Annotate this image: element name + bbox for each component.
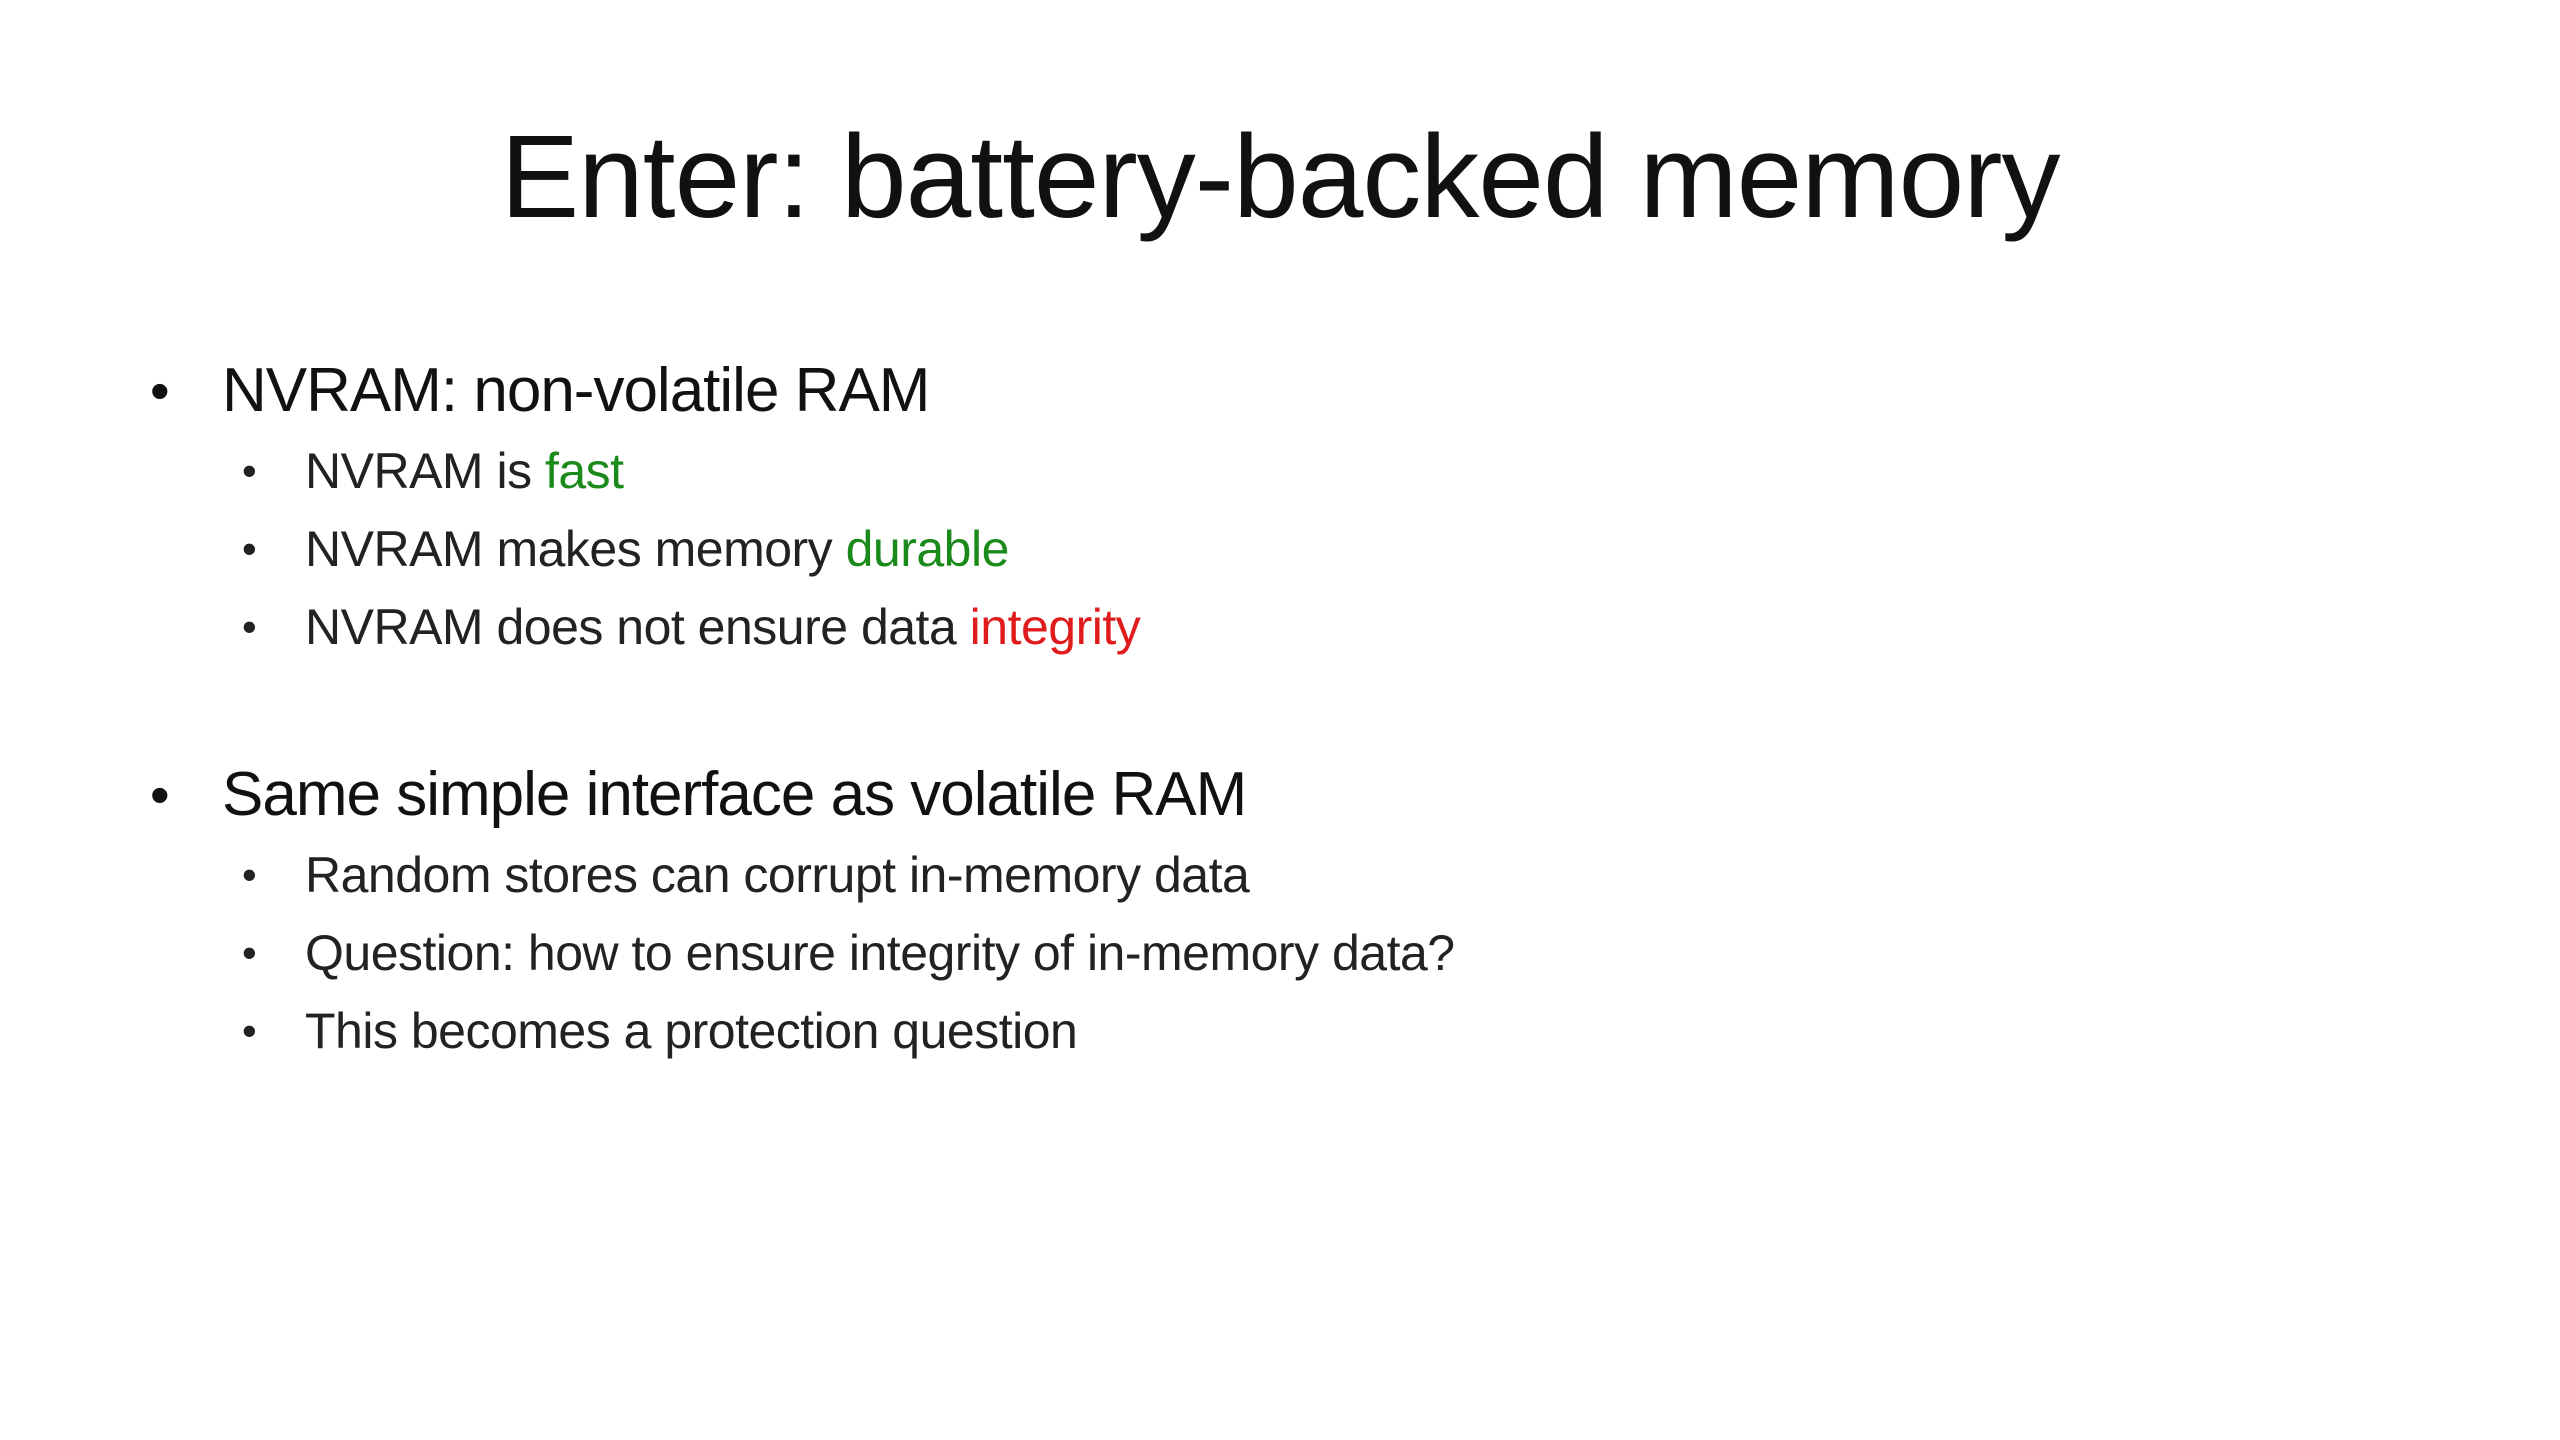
sub-bullet: • NVRAM is fast [150, 432, 2450, 510]
bullet-level1: • NVRAM: non-volatile RAM [150, 350, 2450, 432]
sub-bullet: • Random stores can corrupt in-memory da… [150, 836, 2450, 914]
bullet-dot-icon: • [242, 525, 257, 572]
highlight-text: durable [845, 521, 1010, 577]
bullet-dot-icon: • [242, 929, 257, 976]
bullet-dot-icon: • [242, 603, 257, 650]
sub-bullet-list: • NVRAM is fast • NVRAM makes memory dur… [150, 432, 2450, 666]
bullet-dot-icon: • [242, 851, 257, 898]
bullet-list: • NVRAM: non-volatile RAM • NVRAM is fas… [150, 350, 2450, 1070]
section-heading: NVRAM: non-volatile RAM [222, 356, 930, 425]
slide-title: Enter: battery-backed memory [500, 111, 2060, 243]
sub-bullet: • This becomes a protection question [150, 992, 2450, 1070]
bullet-level1: • Same simple interface as volatile RAM [150, 754, 2450, 836]
sub-bullet: • NVRAM makes memory durable [150, 510, 2450, 588]
bullet-dot-icon: • [242, 447, 257, 494]
sub-bullet: • Question: how to ensure integrity of i… [150, 914, 2450, 992]
sub-bullet-text: Random stores can corrupt in-memory data [305, 847, 1250, 903]
highlight-text: integrity [969, 599, 1141, 655]
sub-bullet-text: NVRAM makes memory [305, 521, 846, 577]
sub-bullet-text: This becomes a protection question [305, 1003, 1078, 1059]
sub-bullet-text: Question: how to ensure integrity of in-… [305, 925, 1455, 981]
section-heading: Same simple interface as volatile RAM [222, 760, 1247, 829]
bullet-dot-icon: • [242, 1007, 257, 1054]
section-nvram: • NVRAM: non-volatile RAM • NVRAM is fas… [150, 350, 2450, 666]
bullet-dot-icon: • [150, 359, 170, 422]
sub-bullet-list: • Random stores can corrupt in-memory da… [150, 836, 2450, 1070]
sub-bullet-text: NVRAM does not ensure data [305, 599, 970, 655]
bullet-dot-icon: • [150, 763, 170, 826]
sub-bullet: • NVRAM does not ensure data integrity [150, 588, 2450, 666]
sub-bullet-text: NVRAM is [305, 443, 545, 499]
section-interface: • Same simple interface as volatile RAM … [150, 754, 2450, 1070]
highlight-text: fast [544, 443, 624, 499]
